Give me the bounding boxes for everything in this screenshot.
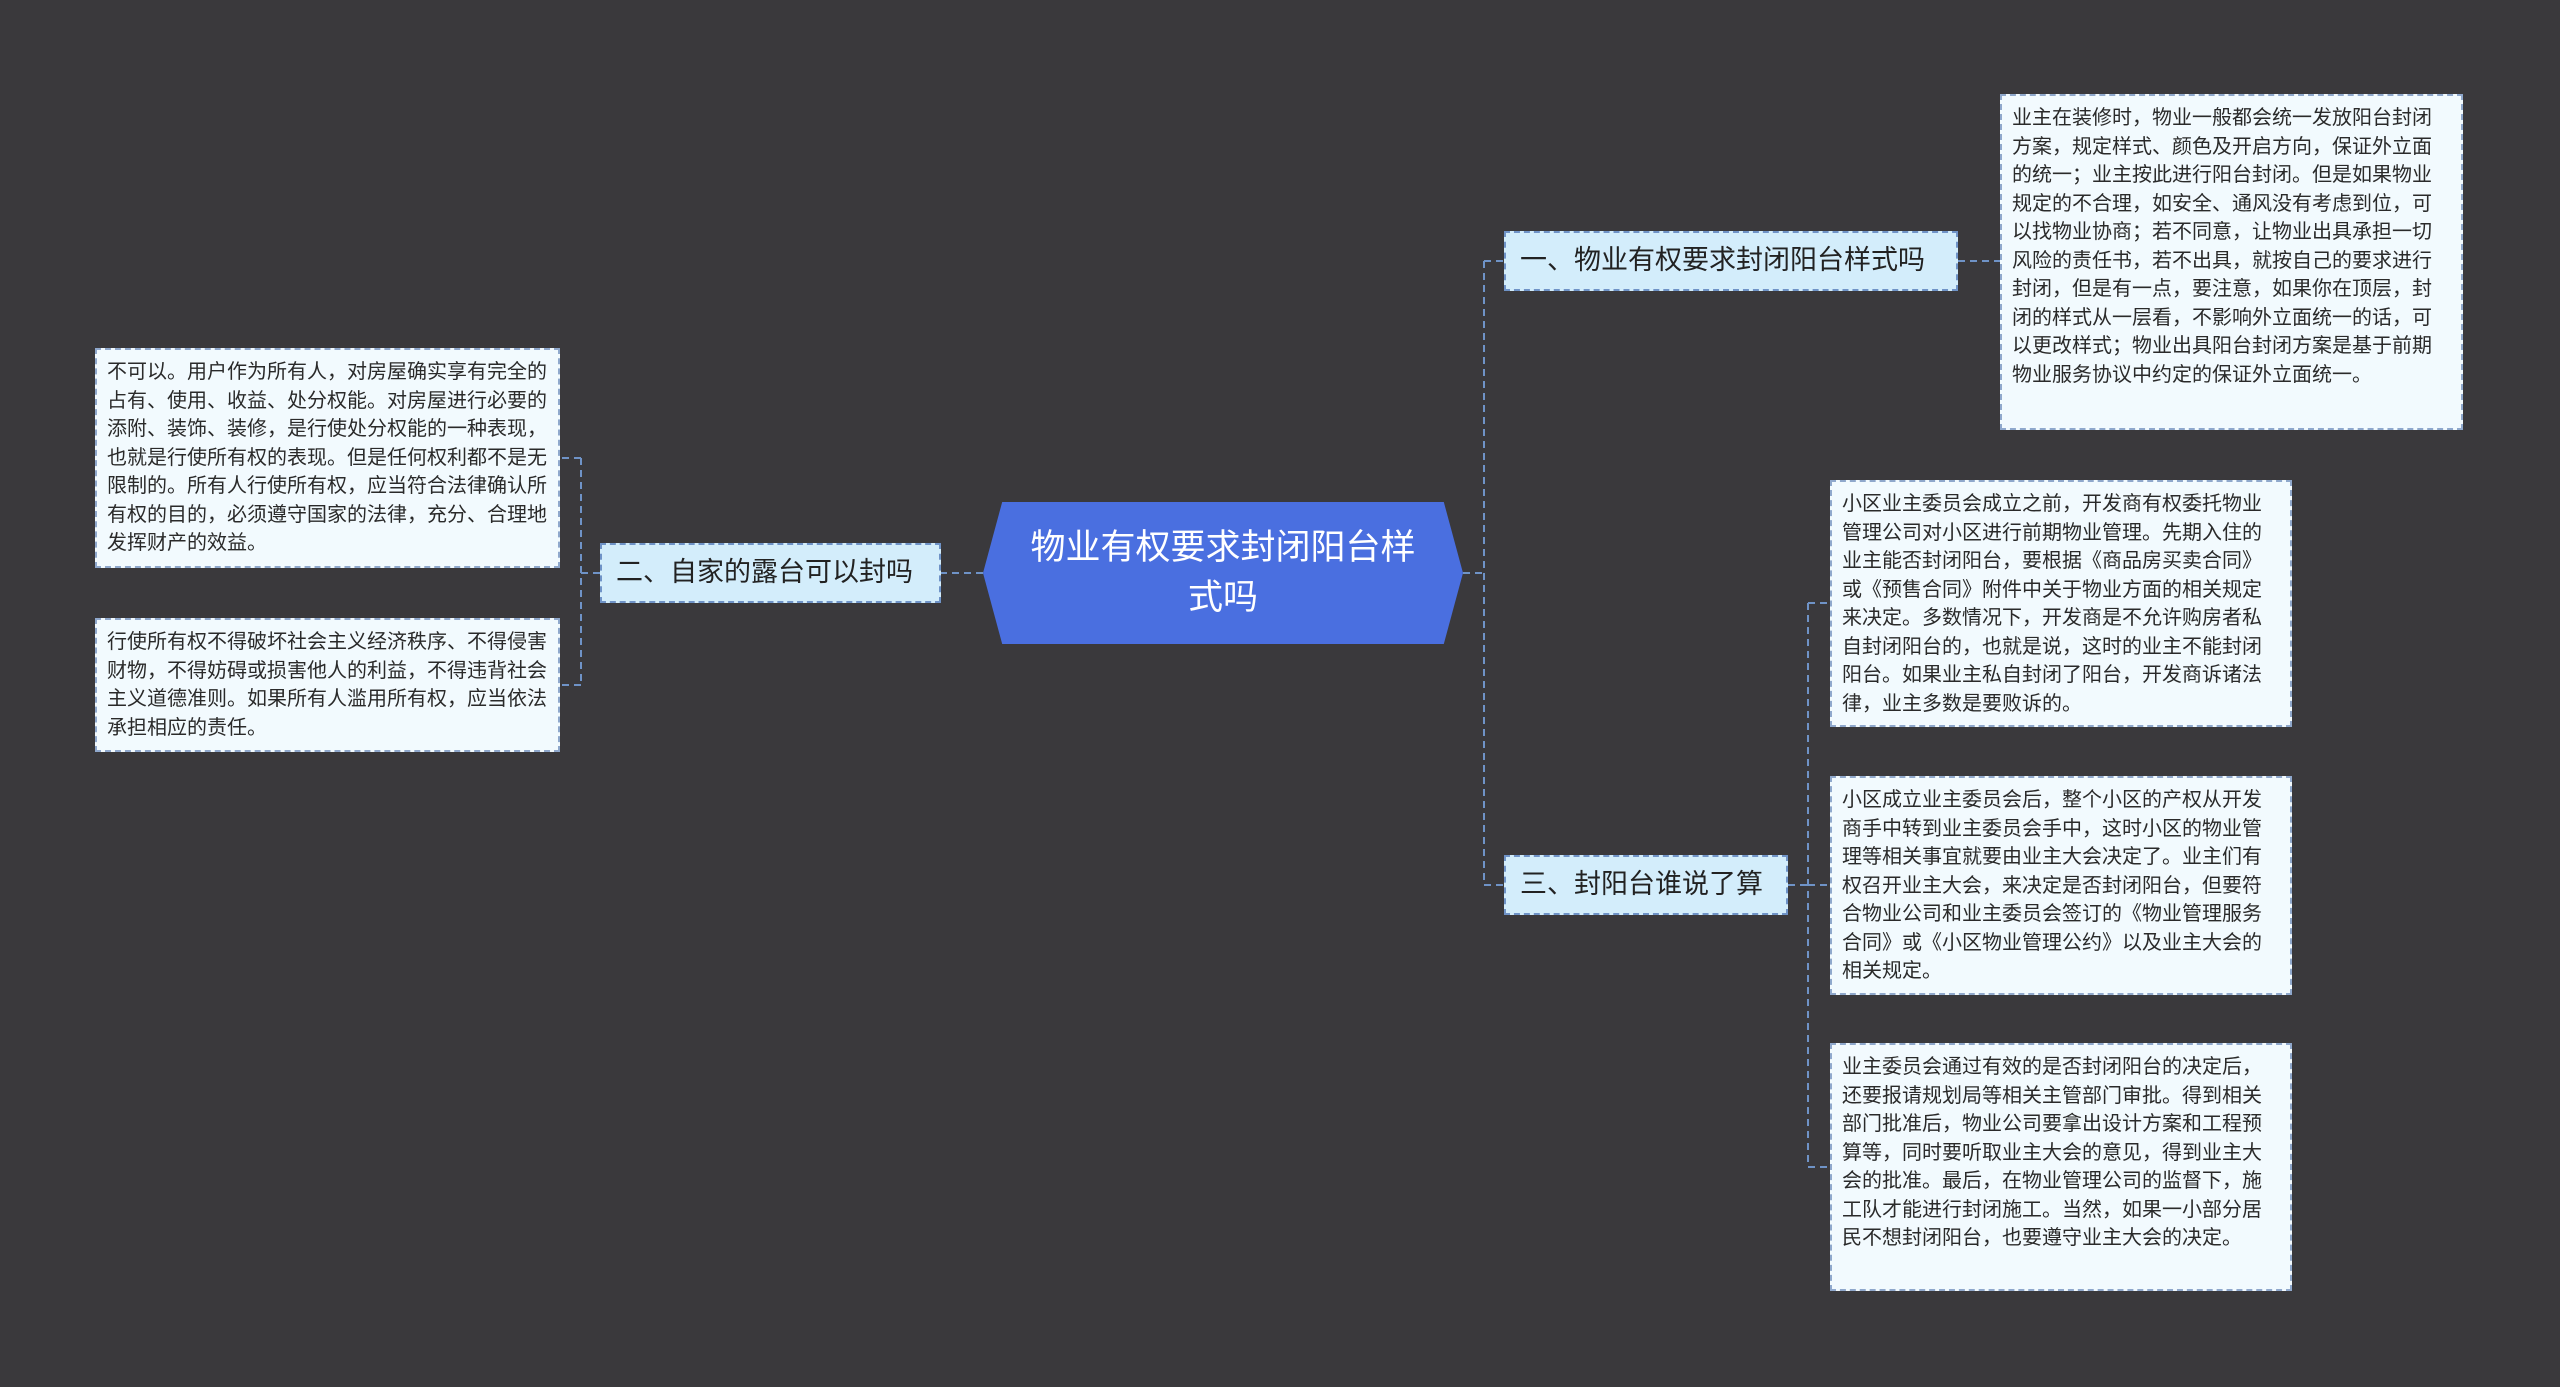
- topic-3-leaf-3[interactable]: 业主委员会通过有效的是否封闭阳台的决定后，还要报请规划局等相关主管部门审批。得到…: [1830, 1043, 2292, 1291]
- topic-3-leaf-2[interactable]: 小区成立业主委员会后，整个小区的产权从开发商手中转到业主委员会手中，这时小区的物…: [1830, 776, 2292, 995]
- leaf-text: 业主委员会通过有效的是否封闭阳台的决定后，还要报请规划局等相关主管部门审批。得到…: [1842, 1054, 2262, 1249]
- leaf-text: 不可以。用户作为所有人，对房屋确实享有完全的占有、使用、收益、处分权能。对房屋进…: [107, 359, 547, 554]
- topic-2-label: 二、自家的露台可以封吗: [616, 557, 913, 588]
- topic-1-leaf-1[interactable]: 业主在装修时，物业一般都会统一发放阳台封闭方案，规定样式、颜色及开启方向，保证外…: [2000, 94, 2463, 430]
- topic-1-label: 一、物业有权要求封闭阳台样式吗: [1520, 245, 1925, 276]
- topic-3-leaf-1[interactable]: 小区业主委员会成立之前，开发商有权委托物业管理公司对小区进行前期物业管理。先期入…: [1830, 480, 2292, 727]
- topic-2-leaf-2[interactable]: 行使所有权不得破坏社会主义经济秩序、不得侵害财物，不得妨碍或损害他人的利益，不得…: [95, 618, 560, 752]
- central-topic[interactable]: 物业有权要求封闭阳台样式吗: [983, 502, 1463, 644]
- leaf-text: 行使所有权不得破坏社会主义经济秩序、不得侵害财物，不得妨碍或损害他人的利益，不得…: [107, 629, 547, 739]
- topic-2[interactable]: 二、自家的露台可以封吗: [600, 543, 941, 603]
- leaf-text: 小区业主委员会成立之前，开发商有权委托物业管理公司对小区进行前期物业管理。先期入…: [1842, 491, 2262, 715]
- topic-3-label: 三、封阳台谁说了算: [1520, 869, 1763, 900]
- leaf-text: 小区成立业主委员会后，整个小区的产权从开发商手中转到业主委员会手中，这时小区的物…: [1842, 787, 2262, 982]
- topic-3[interactable]: 三、封阳台谁说了算: [1504, 855, 1788, 915]
- central-topic-label: 物业有权要求封闭阳台样式吗: [1030, 528, 1416, 618]
- leaf-text: 业主在装修时，物业一般都会统一发放阳台封闭方案，规定样式、颜色及开启方向，保证外…: [2012, 105, 2432, 386]
- topic-2-leaf-1[interactable]: 不可以。用户作为所有人，对房屋确实享有完全的占有、使用、收益、处分权能。对房屋进…: [95, 348, 560, 568]
- topic-1[interactable]: 一、物业有权要求封闭阳台样式吗: [1504, 231, 1958, 291]
